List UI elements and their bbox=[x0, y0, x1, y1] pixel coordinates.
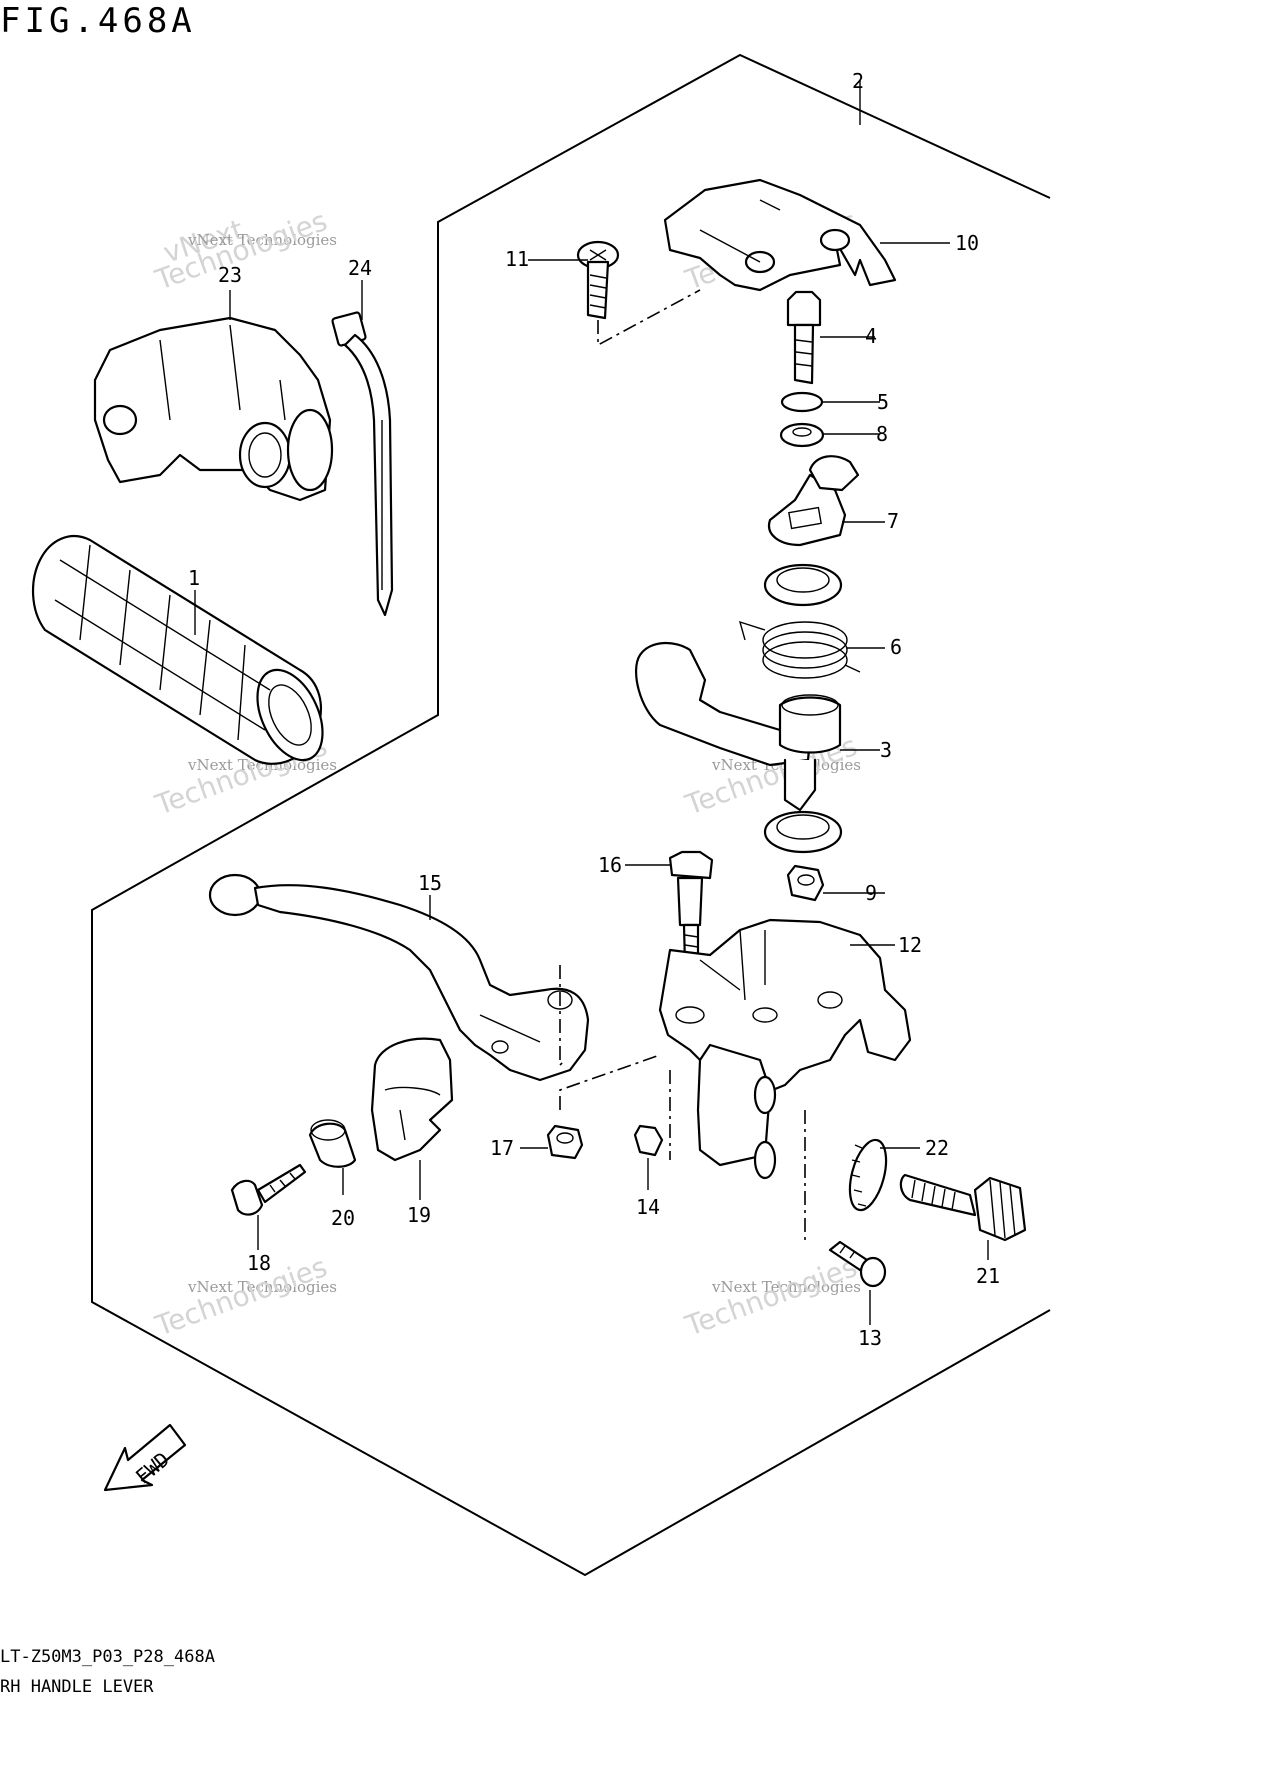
part-8-washer bbox=[779, 422, 825, 448]
label-20: 20 bbox=[331, 1206, 355, 1230]
label-13: 13 bbox=[858, 1326, 882, 1350]
part-14-nut bbox=[633, 1124, 664, 1157]
part-9-nut bbox=[786, 864, 825, 902]
figure-name: RH HANDLE LEVER bbox=[0, 1677, 154, 1697]
label-19: 19 bbox=[407, 1203, 431, 1227]
label-2: 2 bbox=[852, 69, 864, 93]
label-14: 14 bbox=[636, 1195, 660, 1219]
part-22-lock-nut bbox=[848, 1138, 888, 1212]
label-9: 9 bbox=[865, 881, 877, 905]
figure-title: FIG.468A bbox=[0, 1, 196, 41]
leader-11 bbox=[597, 289, 701, 347]
label-6: 6 bbox=[890, 635, 902, 659]
label-3: 3 bbox=[880, 738, 892, 762]
label-22: 22 bbox=[925, 1136, 949, 1160]
label-4: 4 bbox=[865, 324, 877, 348]
part-ring-lower bbox=[763, 810, 843, 854]
label-21: 21 bbox=[976, 1264, 1000, 1288]
part-13-screw bbox=[828, 1240, 887, 1288]
part-6-spring bbox=[738, 620, 861, 679]
part-ring-upper bbox=[763, 563, 843, 607]
label-17: 17 bbox=[490, 1136, 514, 1160]
part-11-screw bbox=[576, 240, 620, 320]
label-16: 16 bbox=[598, 853, 622, 877]
callout-labels: 2 23 24 1 11 10 4 5 8 7 6 3 9 16 12 15 1… bbox=[188, 69, 1000, 1350]
svg-text:vNext Technologies: vNext Technologies bbox=[187, 1278, 337, 1296]
part-16-bolt bbox=[668, 850, 714, 967]
leader-15-16 bbox=[559, 965, 566, 1067]
label-11: 11 bbox=[505, 247, 529, 271]
part-18-bolt bbox=[230, 1163, 307, 1216]
label-5: 5 bbox=[877, 390, 889, 414]
svg-text:Technologies: Technologies bbox=[680, 1250, 861, 1343]
part-10-clamp bbox=[663, 178, 897, 292]
part-23-switch-housing bbox=[93, 316, 334, 502]
part-5-washer bbox=[780, 391, 824, 413]
label-18: 18 bbox=[247, 1251, 271, 1275]
svg-text:vNext Technologies: vNext Technologies bbox=[187, 231, 337, 249]
label-12: 12 bbox=[898, 933, 922, 957]
label-24: 24 bbox=[348, 256, 372, 280]
label-8: 8 bbox=[876, 422, 888, 446]
assembly-outline bbox=[91, 53, 1051, 1577]
label-15: 15 bbox=[418, 871, 442, 895]
part-19-block bbox=[370, 1037, 454, 1162]
callout-leaders bbox=[194, 80, 989, 1325]
part-12-lever-bracket bbox=[658, 918, 912, 1180]
part-3-throttle-lever bbox=[635, 642, 842, 812]
part-21-adjuster bbox=[899, 1173, 1027, 1242]
part-24-cable-tie bbox=[331, 311, 394, 617]
part-7-plate bbox=[767, 455, 860, 547]
svg-text:Technologies: Technologies bbox=[150, 1250, 331, 1343]
label-23: 23 bbox=[218, 263, 242, 287]
part-17-nut bbox=[546, 1124, 584, 1160]
label-1: 1 bbox=[188, 566, 200, 590]
svg-text:vNext Technologies: vNext Technologies bbox=[711, 1278, 861, 1296]
label-7: 7 bbox=[887, 509, 899, 533]
leader-17 bbox=[559, 1054, 661, 1110]
part-1-grip bbox=[31, 535, 324, 765]
part-15-brake-lever bbox=[208, 873, 590, 1082]
label-10: 10 bbox=[955, 231, 979, 255]
part-20-collar bbox=[308, 1119, 357, 1168]
part-4-bolt bbox=[786, 290, 822, 385]
figure-code: LT-Z50M3_P03_P28_468A bbox=[0, 1647, 215, 1667]
fwd-arrow-icon: FWD bbox=[103, 1423, 187, 1492]
